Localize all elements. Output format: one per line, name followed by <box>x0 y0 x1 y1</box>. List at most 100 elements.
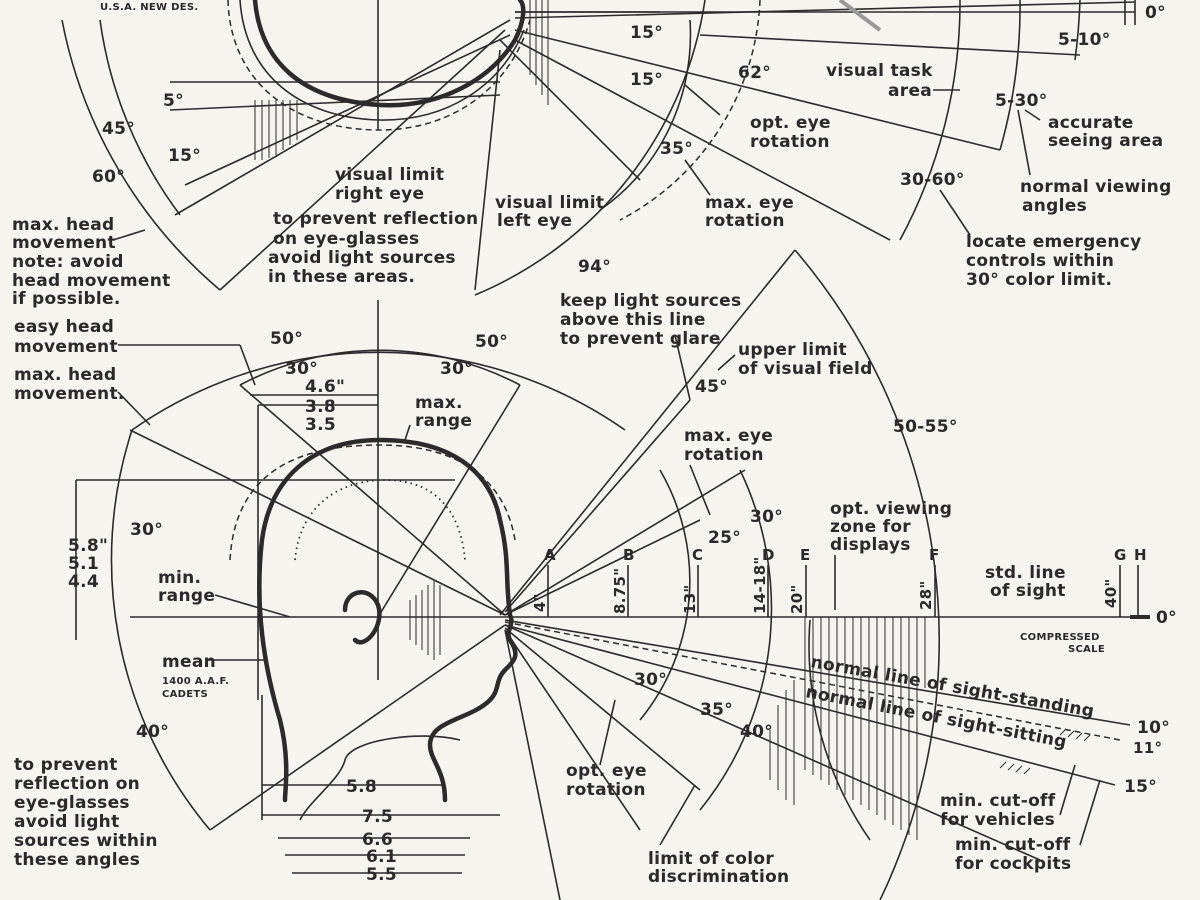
label-5-10deg: 5-10° <box>1058 30 1111 50</box>
top-line-35 <box>499 39 641 181</box>
label-prevent-b-1: to prevent <box>14 755 118 775</box>
line-10deg <box>504 619 1131 726</box>
leader-emergency <box>939 189 971 236</box>
label-max-range-2: range <box>415 411 472 431</box>
lower-hatch-left <box>769 680 795 805</box>
label-point-F: F <box>929 546 940 564</box>
label-emergency-1: locate emergency <box>966 232 1142 252</box>
line-35 <box>504 627 701 791</box>
label-dim-4-6: 4.6" <box>305 377 345 397</box>
arc-5-30 <box>999 0 1021 151</box>
label-max-head-2: movement <box>12 233 116 253</box>
label-vis-left-1: visual limit <box>495 193 604 213</box>
label-50-55deg: 50-55° <box>893 417 958 437</box>
label-point-D: D <box>762 546 775 564</box>
leader-max-head <box>112 229 146 241</box>
top-line-5-30 <box>514 29 1001 151</box>
label-30deg-mid: 30° <box>750 507 783 527</box>
label-15deg-b: 15° <box>630 70 663 90</box>
label-prevent-refl-1: to prevent reflection <box>273 209 478 229</box>
label-30deg-low: 30° <box>634 670 667 690</box>
label-40deg-low: 40° <box>740 722 773 742</box>
label-easy-head-1: easy head <box>14 317 114 337</box>
label-prevent-refl-4: in these areas. <box>268 267 415 287</box>
label-point-B: B <box>623 546 635 564</box>
label-point-E: E <box>800 546 811 564</box>
label-keep-light-1: keep light sources <box>560 291 741 311</box>
label-opt-view-2: zone for <box>830 517 911 537</box>
head-profile-outline <box>257 437 518 803</box>
label-62deg: 62° <box>738 63 771 83</box>
label-35deg-top: 35° <box>660 139 693 159</box>
leader-keep-light <box>674 334 691 401</box>
label-15deg-c: 15° <box>168 146 201 166</box>
arc-30-30 <box>239 349 521 386</box>
label-prevent-b-2: reflection on <box>14 774 140 794</box>
arc-eye-rotation <box>599 19 692 211</box>
top-line-upper <box>514 1 1136 19</box>
label-dist-14-18: 14-18" <box>751 556 769 614</box>
label-visual-task-1: visual task <box>826 61 933 81</box>
label-max-head-b-2: movement. <box>14 384 125 404</box>
label-prevent-refl-3: avoid light sources <box>268 248 456 268</box>
ground-hatch-standing <box>1059 728 1091 742</box>
label-45deg-top: 45° <box>102 119 135 139</box>
top-line-94 <box>474 49 501 291</box>
label-point-G: G <box>1114 546 1127 564</box>
label-94deg: 94° <box>578 257 611 277</box>
label-dim-7-5: 7.5 <box>362 807 393 827</box>
leader-max-eye-mid <box>689 464 711 516</box>
top-hatch-left <box>254 100 298 160</box>
arc-5-10 <box>1074 0 1081 61</box>
label-dist-40: 40" <box>1102 578 1120 608</box>
leader-cutoff-cock <box>1079 779 1101 846</box>
label-compressed-1: COMPRESSED <box>1020 632 1100 643</box>
head-outline-top <box>252 0 526 108</box>
label-dim-5-8-width: 5.8 <box>346 777 377 797</box>
leader-accurate <box>1024 109 1041 121</box>
label-30deg-right: 30° <box>440 359 473 379</box>
leader-cutoff-veh <box>1059 764 1076 816</box>
label-usa-new-des: U.S.A. NEW DES. <box>100 2 198 13</box>
arc-max-head-top <box>61 19 221 291</box>
label-5-30deg: 5-30° <box>995 91 1048 111</box>
line-40 <box>504 629 641 831</box>
label-50deg-right: 50° <box>475 332 508 352</box>
label-opt-eye-low-2: rotation <box>566 780 646 800</box>
label-max-eye-mid-2: rotation <box>684 445 764 465</box>
label-30-60deg: 30-60° <box>900 170 965 190</box>
label-50deg-left: 50° <box>270 329 303 349</box>
label-cutoff-cock-1: min. cut-off <box>955 835 1071 855</box>
label-30deg-side: 30° <box>130 520 163 540</box>
arc-left-lower <box>110 429 211 831</box>
line-left-down <box>209 624 506 831</box>
label-vis-right-2: right eye <box>335 184 424 204</box>
leader-upper-limit <box>717 354 736 371</box>
label-prevent-refl-2: on eye-glasses <box>273 229 419 249</box>
label-vis-left-2: left eye <box>497 211 572 231</box>
label-max-eye-top-1: max. eye <box>705 193 794 213</box>
leader-min-range <box>214 594 291 618</box>
arc-max-eye-rot <box>639 469 691 721</box>
head-dotted-inner <box>294 479 466 561</box>
label-cutoff-veh-1: min. cut-off <box>940 791 1056 811</box>
label-opt-eye-top-1: opt. eye <box>750 113 831 133</box>
label-point-H: H <box>1134 546 1147 564</box>
label-dim-5-8-height: 5.8" <box>68 536 108 556</box>
label-dim-6-1: 6.1 <box>366 847 397 867</box>
label-visual-task-2: area <box>888 81 932 101</box>
top-hatch-right <box>529 0 549 105</box>
label-max-head-b-1: max. head <box>14 365 117 385</box>
label-10deg: 10° <box>1137 718 1170 738</box>
line-right-up <box>377 384 521 618</box>
label-cutoff-cock-2: for cockpits <box>955 854 1071 874</box>
label-point-A: A <box>544 546 556 564</box>
label-cutoff-veh-2: for vehicles <box>940 810 1055 830</box>
label-dim-4-4: 4.4 <box>68 572 99 592</box>
label-5deg: 5° <box>163 91 184 111</box>
side-view-geometry <box>75 249 1150 900</box>
label-opt-eye-low-1: opt. eye <box>566 761 647 781</box>
label-color-disc-1: limit of color <box>648 849 774 869</box>
label-std-line-2: of sight <box>990 581 1066 601</box>
